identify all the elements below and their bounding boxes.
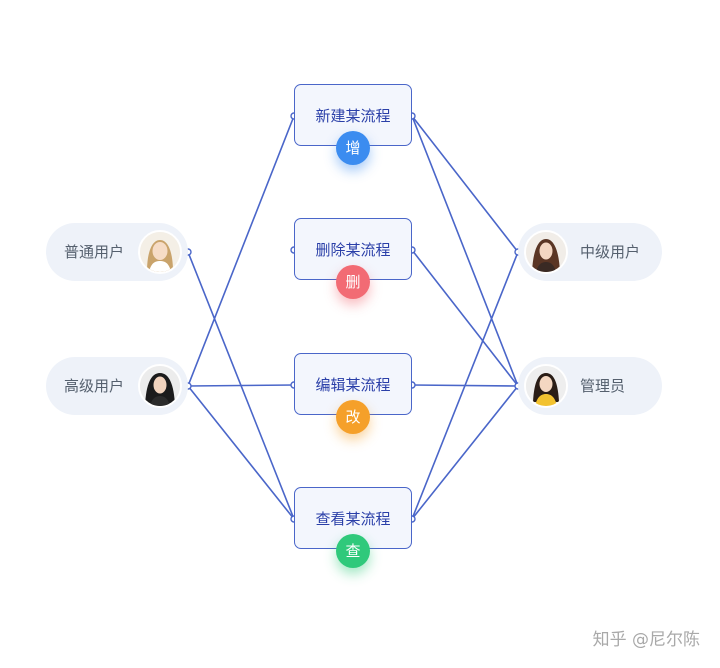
edge-senior-create bbox=[187, 115, 295, 387]
user-senior: 高级用户 bbox=[46, 357, 188, 415]
edge-senior-view bbox=[187, 385, 295, 520]
user-normal-label: 普通用户 bbox=[64, 243, 125, 261]
edge-view-mid bbox=[411, 251, 519, 520]
action-delete-label: 删除某流程 bbox=[315, 241, 391, 259]
edge-create-admin bbox=[411, 115, 519, 387]
avatar-mid bbox=[524, 230, 568, 274]
action-edit-label: 编辑某流程 bbox=[315, 376, 391, 394]
action-create-label: 新建某流程 bbox=[315, 107, 391, 125]
badge-view: 查 bbox=[336, 534, 370, 568]
avatar-normal bbox=[138, 230, 182, 274]
user-mid-label: 中级用户 bbox=[580, 243, 641, 261]
badge-edit: 改 bbox=[336, 400, 370, 434]
user-admin: 管理员 bbox=[518, 357, 662, 415]
avatar-senior bbox=[138, 364, 182, 408]
edge-create-mid bbox=[411, 115, 519, 253]
badge-create: 增 bbox=[336, 131, 370, 165]
watermark: 知乎 @尼尔陈 bbox=[592, 630, 700, 650]
edge-senior-edit bbox=[187, 384, 295, 387]
action-delete: 删除某流程 bbox=[294, 218, 412, 280]
edge-view-admin bbox=[411, 385, 519, 520]
avatar-admin bbox=[524, 364, 568, 408]
edge-delete-admin bbox=[411, 249, 519, 387]
user-admin-label: 管理员 bbox=[580, 377, 626, 395]
badge-delete: 删 bbox=[336, 265, 370, 299]
action-view-label: 查看某流程 bbox=[315, 510, 391, 528]
user-normal: 普通用户 bbox=[46, 223, 188, 281]
user-mid: 中级用户 bbox=[518, 223, 662, 281]
user-senior-label: 高级用户 bbox=[64, 377, 125, 395]
